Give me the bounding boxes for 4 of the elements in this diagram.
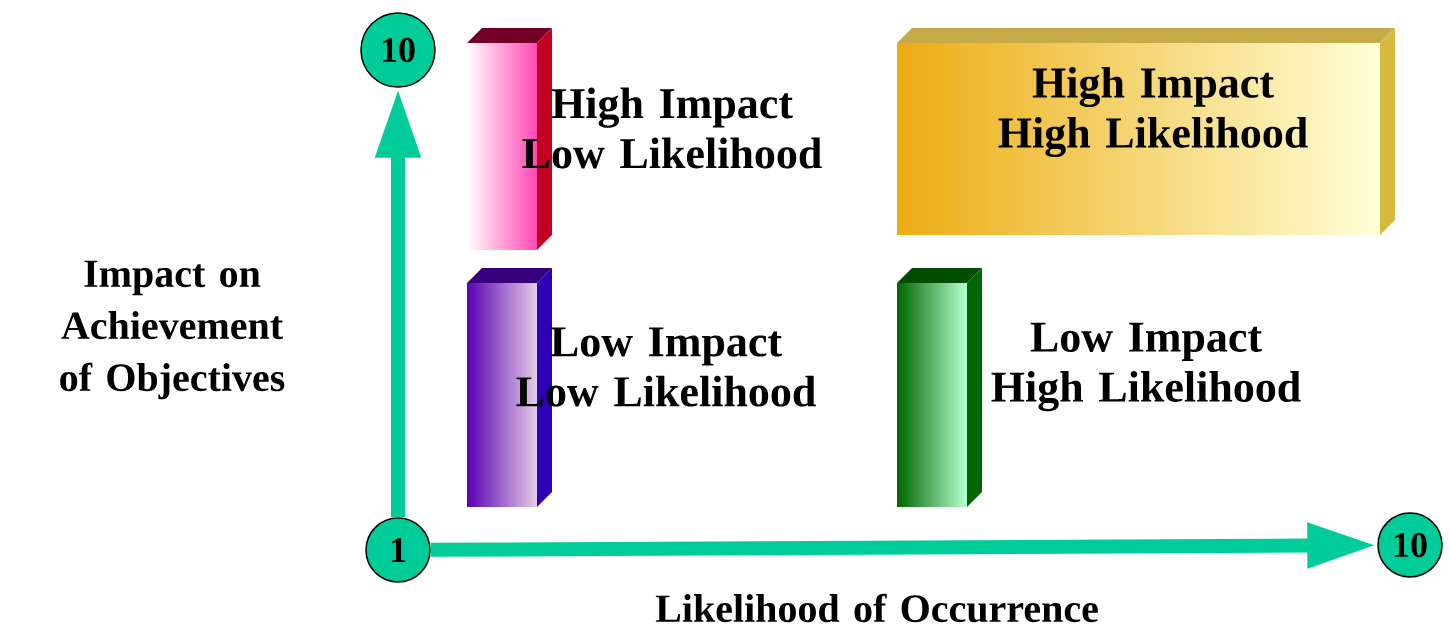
quadrant-label: High Impact High Likelihood (998, 66, 1308, 158)
axis-label: Likelihood of Occurrence (655, 593, 1098, 623)
quadrant-label: Low Impact High Likelihood (991, 322, 1301, 412)
axis-label: Impact on Achievement of Objectives (60, 260, 285, 400)
